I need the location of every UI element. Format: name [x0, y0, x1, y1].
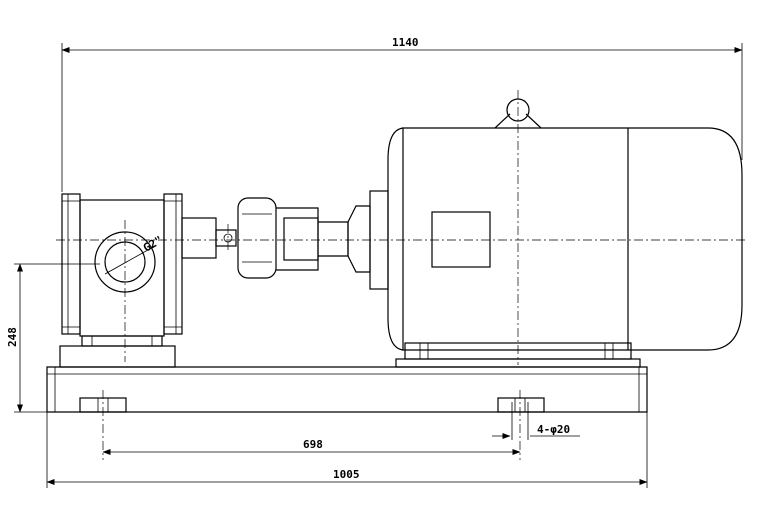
- bolt-hole-callout: [492, 402, 580, 440]
- centre-lines: [56, 90, 745, 460]
- shaft-height-label: 248: [6, 327, 19, 347]
- foot-pad-right: [497, 397, 545, 413]
- bolt-spacing-label: 698: [303, 438, 323, 451]
- gear-pump-body: [59, 193, 183, 368]
- dimension-shaft-height: [14, 263, 100, 413]
- base-plate: [46, 366, 648, 413]
- port-thread-label: G2": [141, 233, 165, 254]
- pump-shaft: [181, 217, 237, 259]
- dimension-base-length: [46, 412, 648, 488]
- shaft-coupling: [237, 197, 349, 279]
- electric-motor: [387, 127, 743, 351]
- overall-length-label: 1140: [392, 36, 419, 49]
- dimension-overall-length: [61, 43, 743, 192]
- bolt-holes-label: 4-φ20: [537, 423, 570, 436]
- base-length-label: 1005: [333, 468, 360, 481]
